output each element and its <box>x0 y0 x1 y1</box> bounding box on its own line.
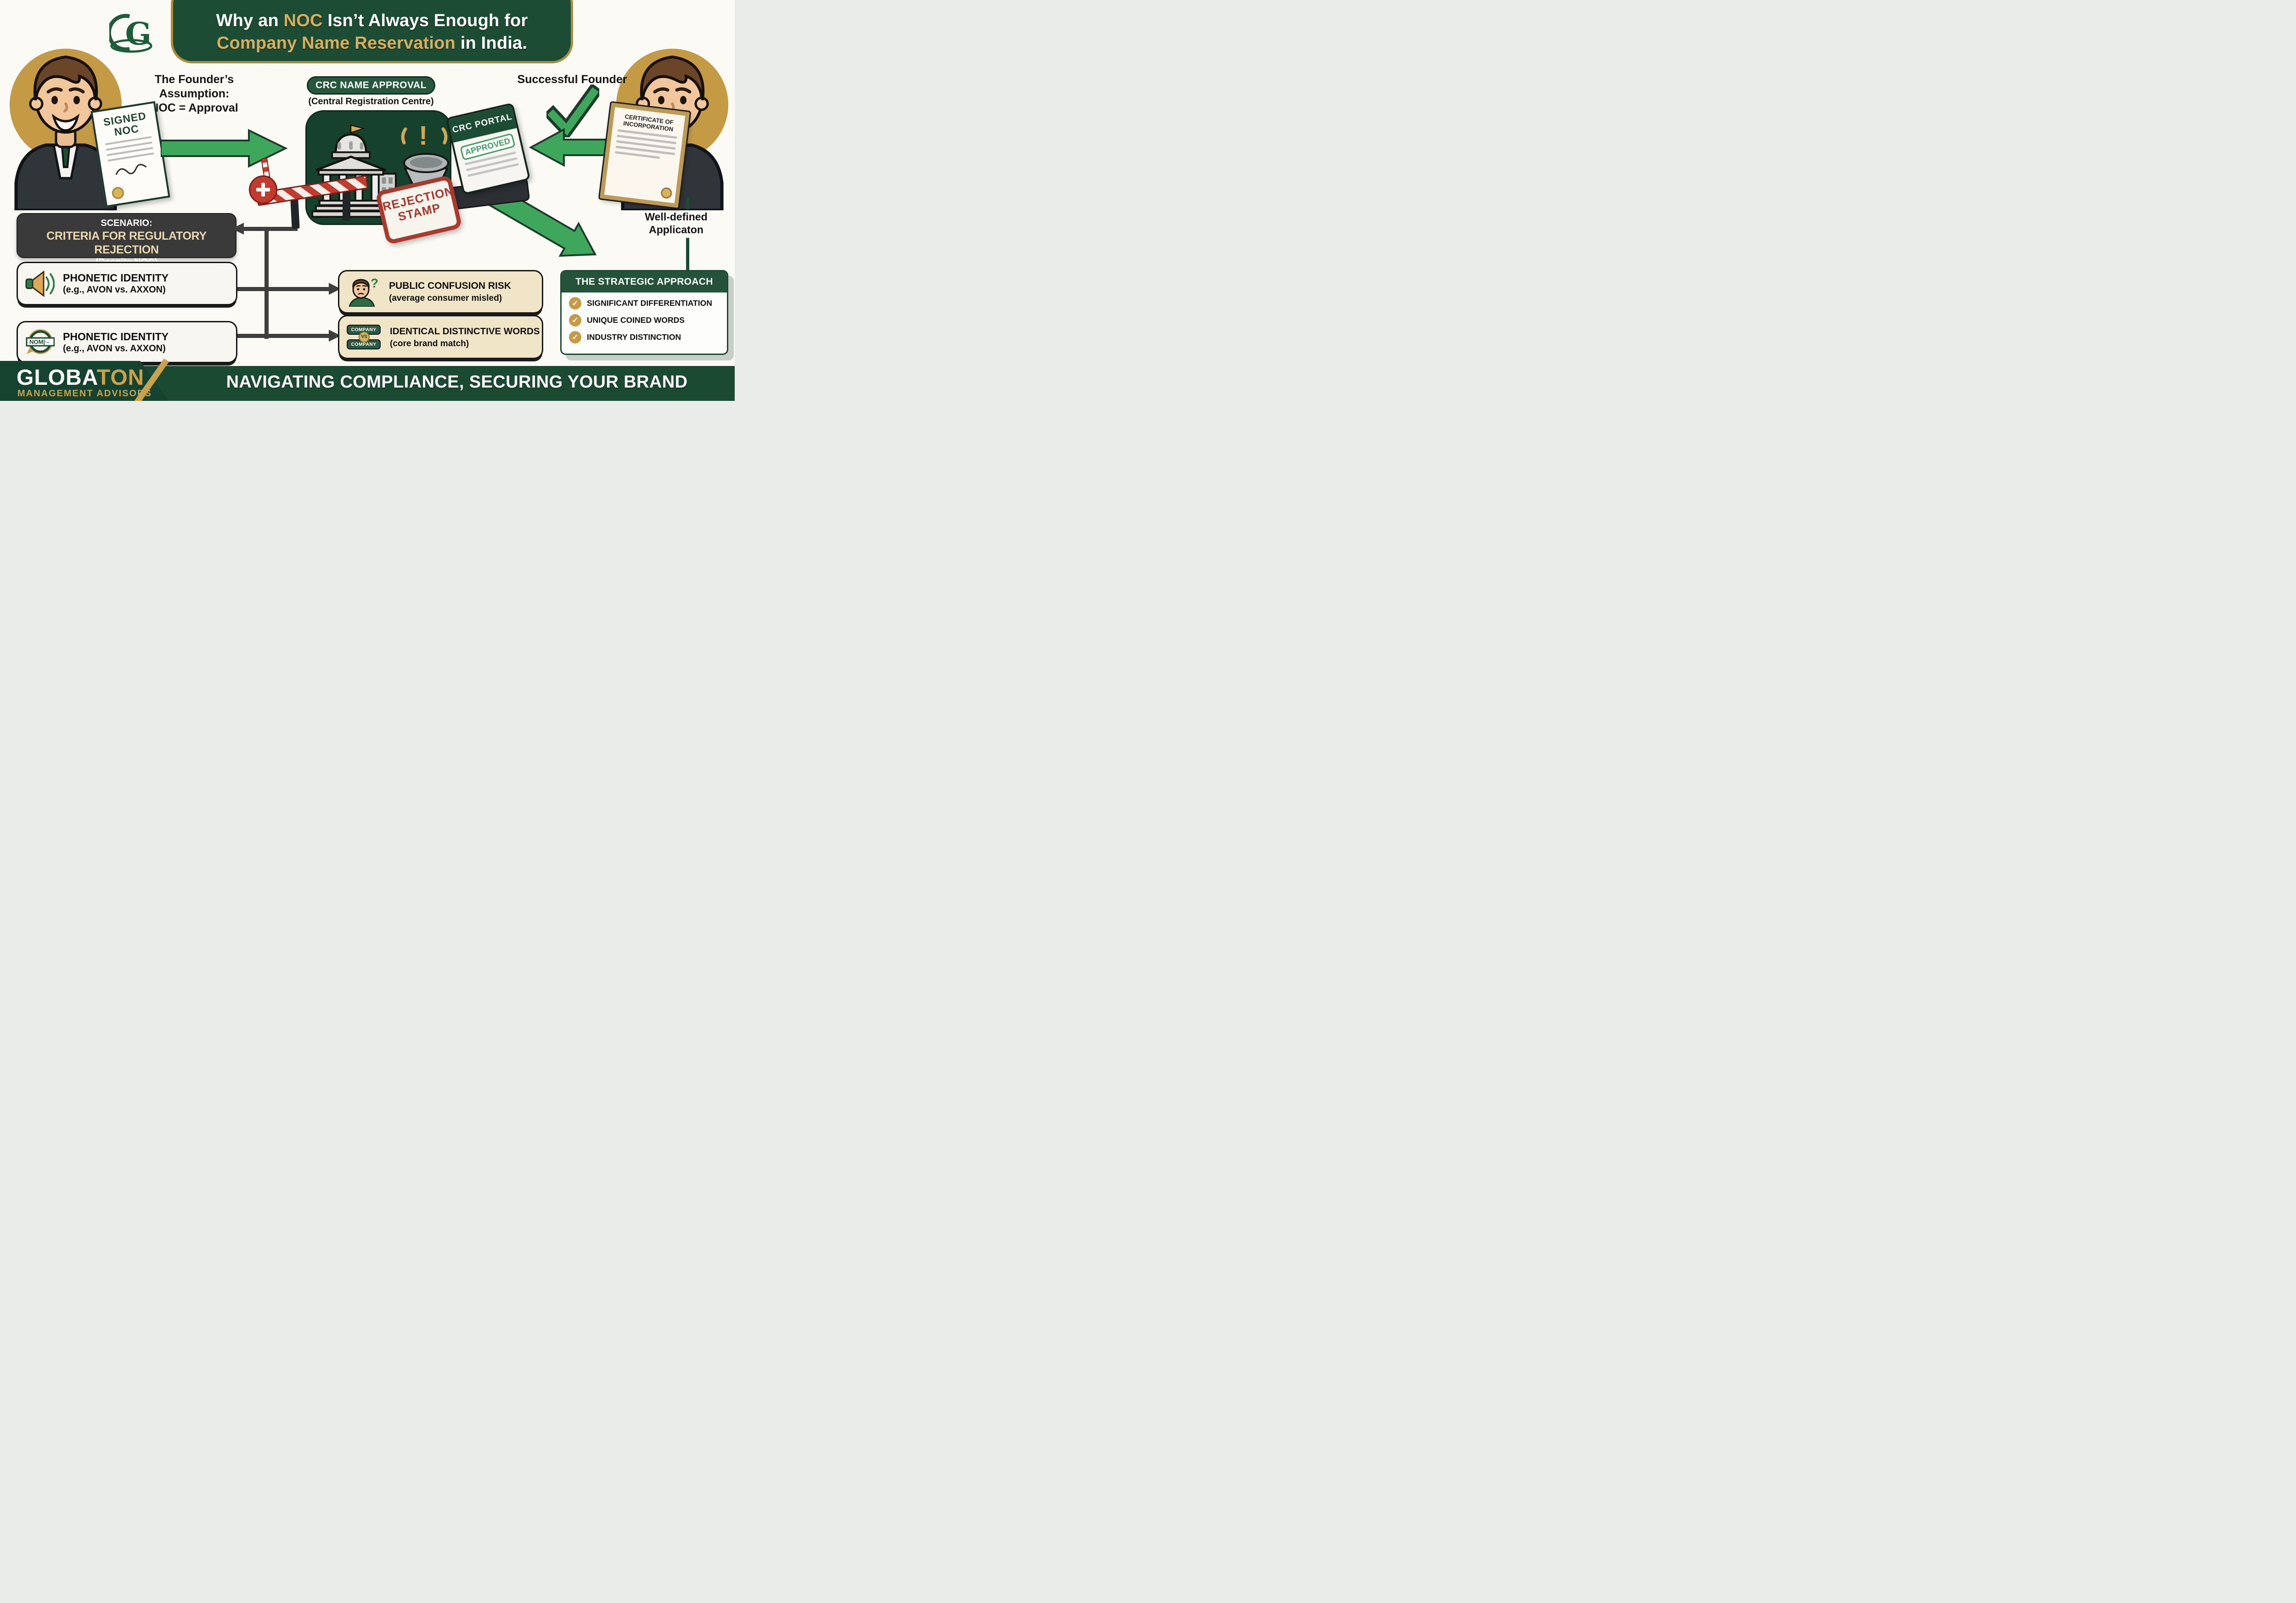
title-l1-post: Isn’t Always Enough for <box>322 11 528 30</box>
globaton-g-logo-icon: G <box>109 14 152 53</box>
identical-words-title: IDENTICAL DISTINCTIVE WORDS <box>390 326 540 337</box>
strategy-item: ✓ UNIQUE COINED WORDS <box>569 314 727 326</box>
title-l1-pre: Why an <box>216 11 284 30</box>
brand-name-white: GLOBA <box>17 366 97 390</box>
scenario-box: SCENARIO: CRITERIA FOR REGULATORY REJECT… <box>17 213 236 267</box>
assumption-line-1: The Founder’s Assumption: <box>154 73 234 100</box>
strategy-item-label: SIGNIFICANT DIFFERENTIATION <box>587 298 712 308</box>
crc-name-approval-pill: CRC NAME APPROVAL <box>307 76 435 95</box>
check-circle-icon: ✓ <box>569 297 581 309</box>
speaker-icon <box>25 269 55 298</box>
scenario-line-1: SCENARIO: <box>101 218 152 228</box>
well-defined-label: Well-defined Applicaton <box>634 210 719 236</box>
confused-person-icon: ? <box>347 277 378 307</box>
title-l1-highlight: NOC <box>283 11 323 30</box>
phonetic-box-1-text: PHONETIC IDENTITY (e.g., AVON vs. AXXON) <box>63 271 169 296</box>
successful-founder-label: Successful Founder <box>517 73 627 86</box>
brand-name: GLOBATON <box>17 366 144 390</box>
confusion-title: PUBLIC CONFUSION RISK <box>389 281 512 291</box>
confusion-box-text: PUBLIC CONFUSION RISK (average consumer … <box>389 280 511 304</box>
certificate-of-incorporation: CERTIFICATE OF INCORPORATION <box>598 101 692 209</box>
svg-text:!: ! <box>419 121 428 151</box>
footer-tagline: NAVIGATING COMPLIANCE, SECURING YOUR BRA… <box>226 372 688 392</box>
crc-subtitle: (Central Registration Centre) <box>308 96 434 107</box>
exclamation-alert-icon: ! <box>401 121 448 151</box>
arrow-right-icon <box>161 129 288 168</box>
strategy-item: ✓ SIGNIFICANT DIFFERENTIATION <box>569 297 727 309</box>
vs-badge: VS <box>359 332 370 343</box>
title-line-1: Why an NOC Isn’t Always Enough for <box>173 10 571 32</box>
connector-line <box>264 227 269 339</box>
founder-assumption-label: The Founder’s Assumption: NOC = Approval <box>118 73 270 115</box>
title-l2-post: in India. <box>455 34 528 53</box>
public-confusion-risk-box: ? PUBLIC CONFUSION RISK (average consume… <box>338 270 543 314</box>
phonetic-1-title: PHONETIC IDENTITY <box>63 272 169 284</box>
screen-text-line <box>467 163 519 177</box>
strategic-approach-box: THE STRATEGIC APPROACH ✓ SIGNIFICANT DIF… <box>560 270 728 355</box>
crc-portal-screen: CRC PORTAL APPROVED <box>445 102 531 195</box>
scenario-line-2: CRITERIA FOR REGULATORY REJECTION <box>46 230 207 256</box>
title-line-2: Company Name Reservation in India. <box>173 32 571 55</box>
svg-text:G: G <box>125 16 152 52</box>
infographic-canvas: Why an NOC Isn’t Always Enough for Compa… <box>0 0 735 401</box>
phonetic-identity-box-2: NOM|·- PHONETIC IDENTITY (e.g., AVON vs.… <box>17 321 237 363</box>
check-circle-icon: ✓ <box>569 331 581 343</box>
identical-words-box: COMPANY VS COMPANY IDENTICAL DISTINCTIVE… <box>338 315 543 359</box>
connector-line <box>236 334 332 338</box>
well-defined-line-2: Applicaton <box>649 224 703 236</box>
barrier-post <box>343 191 350 220</box>
svg-text:NOM|·-: NOM|·- <box>29 338 49 345</box>
arrow-left-icon <box>529 128 606 167</box>
well-defined-line-1: Well-defined <box>645 211 708 223</box>
confusion-subtitle: (average consumer misled) <box>389 293 502 303</box>
identical-words-text: IDENTICAL DISTINCTIVE WORDS (core brand … <box>390 325 540 349</box>
gold-rosette-icon <box>660 187 673 199</box>
title-l2-highlight: Company Name Reservation <box>216 34 456 53</box>
connector-green-line <box>686 238 689 270</box>
svg-text:?: ? <box>371 277 378 290</box>
arrowhead-left-icon <box>232 223 244 235</box>
strategy-header: THE STRATEGIC APPROACH <box>562 271 727 292</box>
nomi-badge-icon: NOM|·- <box>26 329 55 354</box>
company-vs-company-icon: COMPANY VS COMPANY <box>347 325 382 349</box>
signed-noc-document: SIGNED NOC <box>90 101 170 208</box>
connector-green-line <box>686 197 689 209</box>
barrier-post <box>290 199 300 229</box>
connector-line <box>236 287 332 291</box>
phonetic-identity-box-1: PHONETIC IDENTITY (e.g., AVON vs. AXXON) <box>17 262 237 305</box>
strategy-item-label: UNIQUE COINED WORDS <box>587 315 685 325</box>
no-entry-cross-icon <box>249 175 277 204</box>
phonetic-2-subtitle: (e.g., AVON vs. AXXON) <box>63 343 166 354</box>
brand-subtitle: MANAGEMENT ADVISORS <box>17 388 152 399</box>
gold-seal-icon <box>111 186 125 200</box>
brand-name-gold: TON <box>96 366 145 390</box>
identical-words-subtitle: (core brand match) <box>390 338 469 349</box>
company-pill-bottom: COMPANY <box>347 339 381 349</box>
phonetic-2-title: PHONETIC IDENTITY <box>63 330 169 343</box>
connector-line <box>241 227 298 231</box>
phonetic-1-subtitle: (e.g., AVON vs. AXXON) <box>63 285 166 295</box>
signature-squiggle-icon <box>115 163 147 175</box>
assumption-line-2: NOC = Approval <box>150 101 238 114</box>
strategy-item-label: INDUSTRY DISTINCTION <box>587 332 681 342</box>
strategy-item: ✓ INDUSTRY DISTINCTION <box>569 331 727 343</box>
phonetic-box-2-text: PHONETIC IDENTITY (e.g., AVON vs. AXXON) <box>63 330 169 354</box>
check-circle-icon: ✓ <box>569 314 581 326</box>
title-banner: Why an NOC Isn’t Always Enough for Compa… <box>171 0 573 63</box>
